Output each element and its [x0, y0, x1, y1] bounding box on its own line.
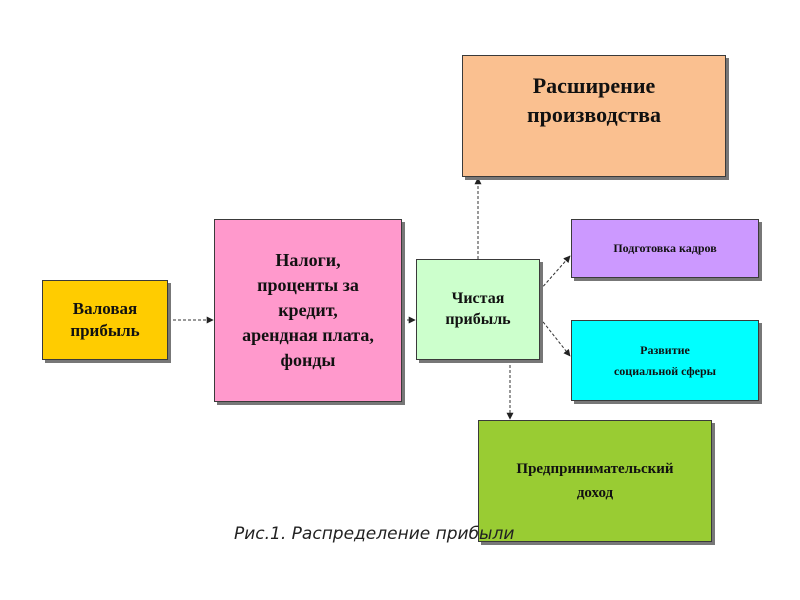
taxes-box: Налоги, проценты за кредит, арендная пла…: [214, 219, 402, 402]
arrow-net-to-social: [539, 317, 571, 357]
gross-profit-box: Валовая прибыль: [42, 280, 168, 360]
taxes-label: Налоги, проценты за кредит, арендная пла…: [242, 249, 374, 371]
production-expansion-box: Расширение производства: [462, 55, 726, 177]
net-profit-label: Чистая прибыль: [445, 289, 511, 328]
social-sphere-label: Развитие социальной сферы: [613, 343, 716, 378]
social-sphere-box: Развитие социальной сферы: [571, 320, 759, 401]
production-expansion-label: Расширение производства: [526, 73, 662, 127]
arrow-net-to-train: [539, 255, 571, 291]
entrepreneurial-income-label: Предпринимательский доход: [516, 461, 674, 501]
staff-training-box: Подготовка кадров: [571, 219, 759, 278]
figure-caption: Рис.1. Распределение прибыли: [234, 524, 515, 544]
staff-training-label: Подготовка кадров: [613, 241, 717, 255]
net-profit-box: Чистая прибыль: [416, 259, 540, 360]
entrepreneurial-income-box: Предпринимательский доход: [478, 420, 712, 542]
gross-profit-label: Валовая прибыль: [70, 298, 140, 340]
